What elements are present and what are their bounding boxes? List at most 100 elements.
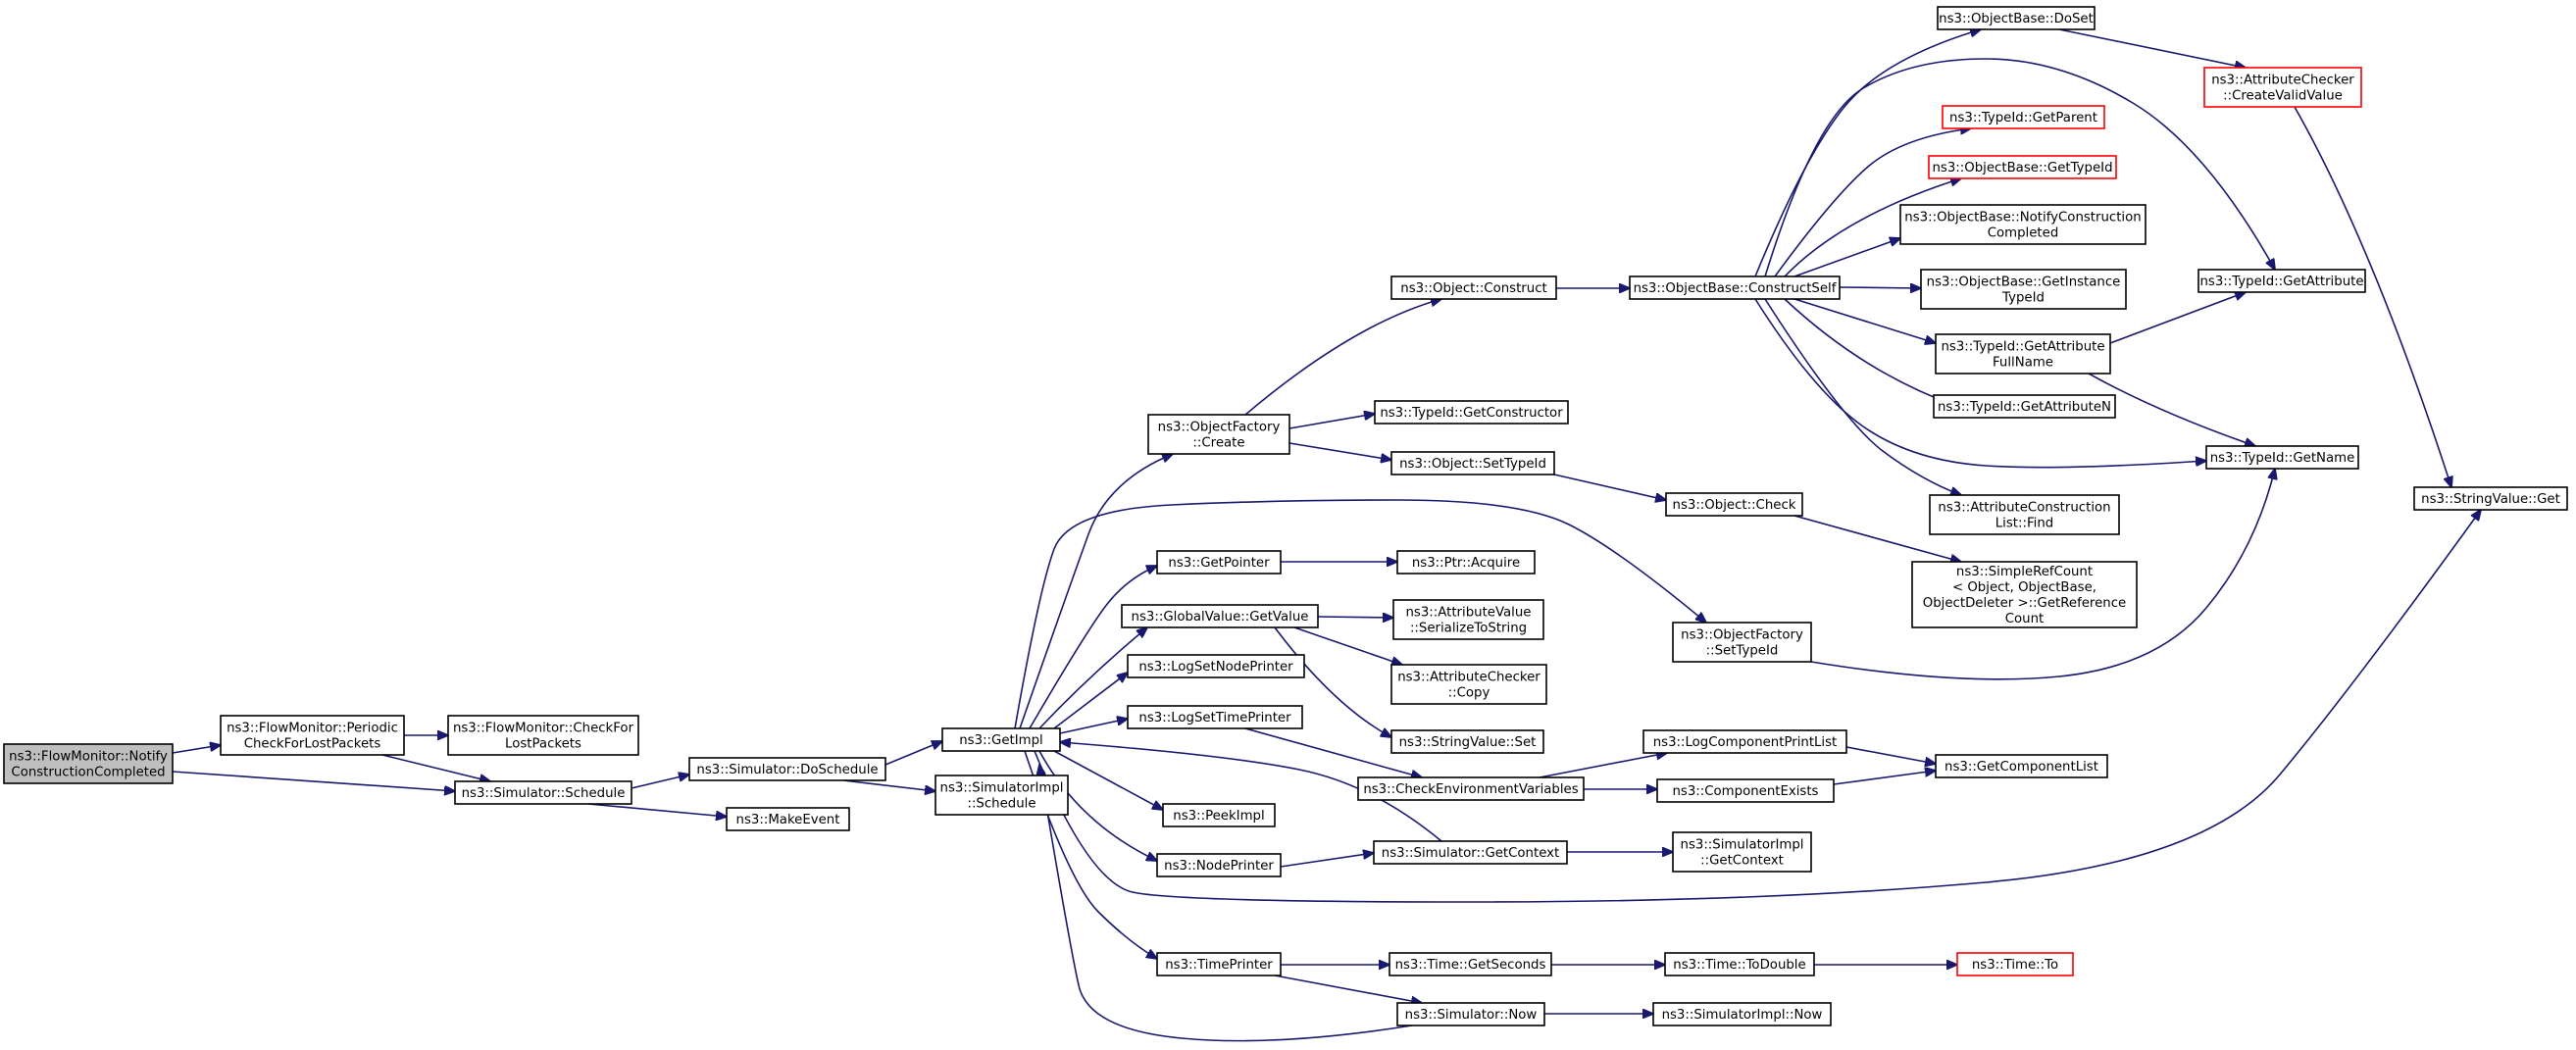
node-ofsettypeid[interactable]: ns3::ObjectFactory::SetTypeId <box>1672 622 1812 663</box>
node-notifyconstruction-label-1: Completed <box>1988 226 2059 241</box>
node-simimplgetcontext[interactable]: ns3::SimulatorImpl::GetContext <box>1672 831 1812 873</box>
node-simimplsched[interactable]: ns3::SimulatorImpl::Schedule <box>934 775 1069 816</box>
node-logcompprintlist[interactable]: ns3::LogComponentPrintList <box>1642 729 1847 754</box>
node-timetodouble-box <box>1664 952 1815 976</box>
edge-gvgetvalue-to-avserialize <box>1317 617 1393 618</box>
node-createvalidvalue[interactable]: ns3::AttributeChecker::CreateValidValue <box>2203 67 2362 108</box>
node-timegetseconds-box <box>1389 952 1552 976</box>
node-objcheck-box <box>1665 492 1803 517</box>
node-timeto-box <box>1956 952 2074 976</box>
node-periodic-label-0: ns3::FlowMonitor::Periodic <box>227 722 398 736</box>
node-ptracquire-label-0: ns3::Ptr::Acquire <box>1412 556 1520 571</box>
node-timetodouble-label-0: ns3::Time::ToDouble <box>1673 958 1805 973</box>
edge-getimpl-to-lognodeprinter <box>1053 673 1128 729</box>
edge-ofcreate-to-getconstructor <box>1288 414 1375 429</box>
node-objcheck[interactable]: ns3::Object::Check <box>1665 492 1803 517</box>
node-periodic[interactable]: ns3::FlowMonitor::PeriodicCheckForLostPa… <box>220 715 405 756</box>
edge-constructself-to-doset <box>1754 29 1981 277</box>
edge-getimpl-to-logtimeprinter <box>1059 719 1128 734</box>
node-doset[interactable]: ns3::ObjectBase::DoSet <box>1937 6 2096 30</box>
edge-objcheck-to-simplerefcount <box>1793 515 1961 562</box>
node-simnow[interactable]: ns3::Simulator::Now <box>1396 1002 1545 1026</box>
node-compexists[interactable]: ns3::ComponentExists <box>1656 778 1835 803</box>
node-avserialize[interactable]: ns3::AttributeValue::SerializeToString <box>1392 599 1544 640</box>
node-createvalidvalue-box <box>2203 67 2362 108</box>
node-timetodouble[interactable]: ns3::Time::ToDouble <box>1664 952 1815 976</box>
node-notifyconstruction-label-0: ns3::ObjectBase::NotifyConstruction <box>1904 211 2141 225</box>
node-getcomponentlist[interactable]: ns3::GetComponentList <box>1935 754 2108 778</box>
node-checkenv[interactable]: ns3::CheckEnvironmentVariables <box>1357 776 1585 801</box>
node-constructself[interactable]: ns3::ObjectBase::ConstructSelf <box>1629 275 1841 300</box>
node-schedule[interactable]: ns3::Simulator::Schedule <box>454 780 632 805</box>
node-getattrfullname-box <box>1935 333 2111 375</box>
edge-objsettypeid-to-objcheck <box>1553 474 1666 500</box>
edge-constructself-to-notifyconstruction <box>1793 238 1900 277</box>
node-getattrfullname-label-1: FullName <box>1993 356 2053 371</box>
node-simgetcontext[interactable]: ns3::Simulator::GetContext <box>1373 840 1568 865</box>
node-svset[interactable]: ns3::StringValue::Set <box>1390 729 1544 754</box>
node-simimplgetcontext-label-0: ns3::SimulatorImpl <box>1681 838 1804 853</box>
node-objsettypeid-box <box>1390 451 1555 475</box>
edge-logtimeprinter-to-checkenv <box>1244 727 1422 777</box>
node-checkenv-box <box>1357 776 1585 801</box>
node-timeto[interactable]: ns3::Time::To <box>1956 952 2074 976</box>
node-doschedule-box <box>688 757 886 781</box>
node-nodeprinter[interactable]: ns3::NodePrinter <box>1156 853 1282 877</box>
node-getinstancetypeid-box <box>1920 269 2127 310</box>
node-getconstructor-label-0: ns3::TypeId::GetConstructor <box>1380 406 1563 421</box>
node-simplerefcount[interactable]: ns3::SimpleRefCount< Object, ObjectBase,… <box>1911 561 2138 628</box>
node-getparent[interactable]: ns3::TypeId::GetParent <box>1942 105 2105 129</box>
node-obgettypeid[interactable]: ns3::ObjectBase::GetTypeId <box>1928 155 2117 179</box>
edge-doschedule-to-simimplsched <box>842 779 935 791</box>
node-getpointer[interactable]: ns3::GetPointer <box>1156 550 1282 575</box>
node-gvgetvalue[interactable]: ns3::GlobalValue::GetValue <box>1121 604 1319 628</box>
node-objconstruct-label-0: ns3::Object::Construct <box>1400 281 1546 296</box>
node-getattributen[interactable]: ns3::TypeId::GetAttributeN <box>1933 394 2116 419</box>
edge-getimpl-to-peekimpl <box>1053 750 1163 810</box>
node-createvalidvalue-label-0: ns3::AttributeChecker <box>2211 74 2354 88</box>
node-accopy[interactable]: ns3::AttributeChecker::Copy <box>1390 664 1547 705</box>
node-simimplnow[interactable]: ns3::SimulatorImpl::Now <box>1652 1002 1832 1026</box>
node-root-box <box>3 743 174 784</box>
node-notifyconstruction[interactable]: ns3::ObjectBase::NotifyConstructionCompl… <box>1899 204 2147 245</box>
node-simimplnow-box <box>1652 1002 1832 1026</box>
node-root[interactable]: ns3::FlowMonitor::NotifyConstructionComp… <box>3 743 174 784</box>
node-timeprinter-label-0: ns3::TimePrinter <box>1165 958 1273 973</box>
edge-ofcreate-to-objsettypeid <box>1288 442 1391 460</box>
node-ptracquire[interactable]: ns3::Ptr::Acquire <box>1396 550 1536 575</box>
node-getname-box <box>2205 445 2359 470</box>
node-logcompprintlist-label-0: ns3::LogComponentPrintList <box>1653 735 1838 750</box>
node-logtimeprinter[interactable]: ns3::LogSetTimePrinter <box>1127 705 1303 729</box>
node-objsettypeid[interactable]: ns3::Object::SetTypeId <box>1390 451 1555 475</box>
node-getname[interactable]: ns3::TypeId::GetName <box>2205 445 2359 470</box>
node-ofcreate[interactable]: ns3::ObjectFactory::Create <box>1147 414 1290 455</box>
node-lognodeprinter[interactable]: ns3::LogSetNodePrinter <box>1127 654 1305 678</box>
node-simplerefcount-label-1: < Object, ObjectBase, <box>1952 580 2096 595</box>
node-simgetcontext-label-0: ns3::Simulator::GetContext <box>1382 846 1559 861</box>
node-getconstructor[interactable]: ns3::TypeId::GetConstructor <box>1374 400 1569 425</box>
node-svget[interactable]: ns3::StringValue::Get <box>2413 486 2568 511</box>
node-getimpl[interactable]: ns3::GetImpl <box>941 727 1061 752</box>
edge-constructself-to-getattribute <box>1764 58 2275 277</box>
node-simimplgetcontext-label-1: ::GetContext <box>1700 854 1784 869</box>
node-accopy-box <box>1390 664 1547 705</box>
node-checkfor-box <box>447 715 639 756</box>
edge-schedule-to-doschedule <box>631 775 689 789</box>
node-makeevent[interactable]: ns3::MakeEvent <box>726 807 850 831</box>
node-peekimpl[interactable]: ns3::PeekImpl <box>1162 803 1276 827</box>
node-logcompprintlist-box <box>1642 729 1847 754</box>
node-getattribute[interactable]: ns3::TypeId::GetAttribute <box>2197 269 2366 293</box>
node-peekimpl-label-0: ns3::PeekImpl <box>1173 809 1264 824</box>
node-accopy-label-1: ::Copy <box>1448 686 1490 701</box>
node-objconstruct[interactable]: ns3::Object::Construct <box>1390 275 1557 300</box>
node-checkfor-label-0: ns3::FlowMonitor::CheckFor <box>453 722 634 736</box>
node-ofcreate-label-0: ns3::ObjectFactory <box>1158 421 1281 435</box>
node-doschedule[interactable]: ns3::Simulator::DoSchedule <box>688 757 886 781</box>
node-checkfor[interactable]: ns3::FlowMonitor::CheckForLostPackets <box>447 715 639 756</box>
node-timeprinter[interactable]: ns3::TimePrinter <box>1156 952 1282 976</box>
node-timegetseconds[interactable]: ns3::Time::GetSeconds <box>1389 952 1552 976</box>
